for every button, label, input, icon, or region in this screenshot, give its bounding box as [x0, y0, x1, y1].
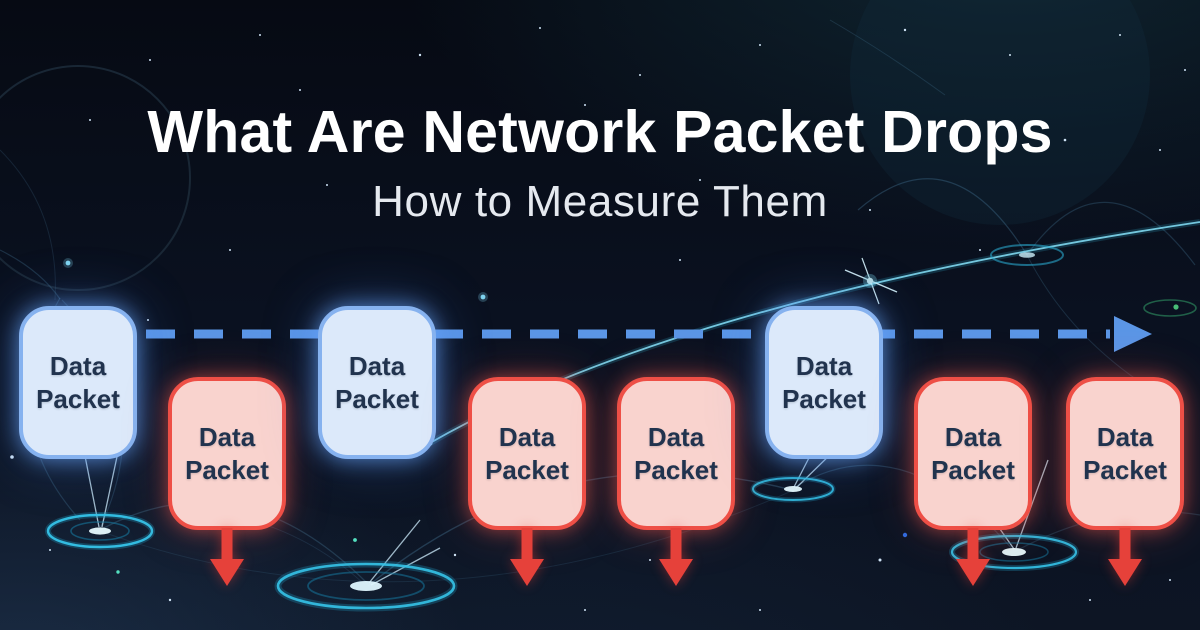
- packet-label: Data Packet: [634, 421, 718, 485]
- packet-box: Data Packet: [617, 377, 735, 530]
- packet-box: Data Packet: [168, 377, 286, 530]
- header: What Are Network Packet Drops How to Mea…: [0, 0, 1200, 227]
- drop-arrow-icon: [510, 528, 544, 588]
- drop-arrow-icon: [1108, 528, 1142, 588]
- packet-label: Data Packet: [485, 421, 569, 485]
- packet-box: Data Packet: [914, 377, 1032, 530]
- packet-box: Data Packet: [765, 306, 883, 459]
- page-subtitle: How to Measure Them: [372, 176, 828, 226]
- packet-label: Data Packet: [782, 350, 866, 414]
- drop-arrow-icon: [659, 528, 693, 588]
- drop-arrow-icon: [210, 528, 244, 588]
- packet-label: Data Packet: [1083, 421, 1167, 485]
- drop-arrow-icon: [956, 528, 990, 588]
- packet-box: Data Packet: [19, 306, 137, 459]
- page-title: What Are Network Packet Drops: [147, 99, 1053, 165]
- packet-label: Data Packet: [931, 421, 1015, 485]
- packet-box: Data Packet: [318, 306, 436, 459]
- packet-box: Data Packet: [1066, 377, 1184, 530]
- flow-arrowhead: [1114, 316, 1152, 352]
- packet-label: Data Packet: [36, 350, 120, 414]
- packet-label: Data Packet: [185, 421, 269, 485]
- packet-label: Data Packet: [335, 350, 419, 414]
- packet-box: Data Packet: [468, 377, 586, 530]
